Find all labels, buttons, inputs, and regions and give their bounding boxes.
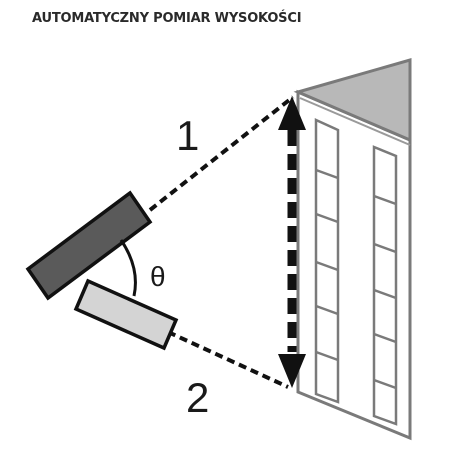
sensor-lower xyxy=(73,278,179,351)
building-roof xyxy=(293,58,412,143)
height-arrow xyxy=(278,96,306,388)
angle-arc xyxy=(119,239,137,297)
building xyxy=(293,58,412,441)
beam-upper xyxy=(148,95,295,212)
diagram-title: AUTOMATYCZNY POMIAR WYSOKOŚCI xyxy=(32,11,302,26)
building-roof-edge xyxy=(299,97,411,146)
sensor-upper xyxy=(25,190,153,301)
label-angle: θ xyxy=(150,261,166,292)
height-arrow-head-bottom xyxy=(278,354,306,388)
label-line-lower: 2 xyxy=(186,374,209,421)
label-line-upper: 1 xyxy=(176,112,199,159)
beam-lower xyxy=(167,330,289,389)
window-column-left xyxy=(314,118,340,404)
height-arrow-head-top xyxy=(278,96,306,130)
window-column-right xyxy=(372,145,398,426)
